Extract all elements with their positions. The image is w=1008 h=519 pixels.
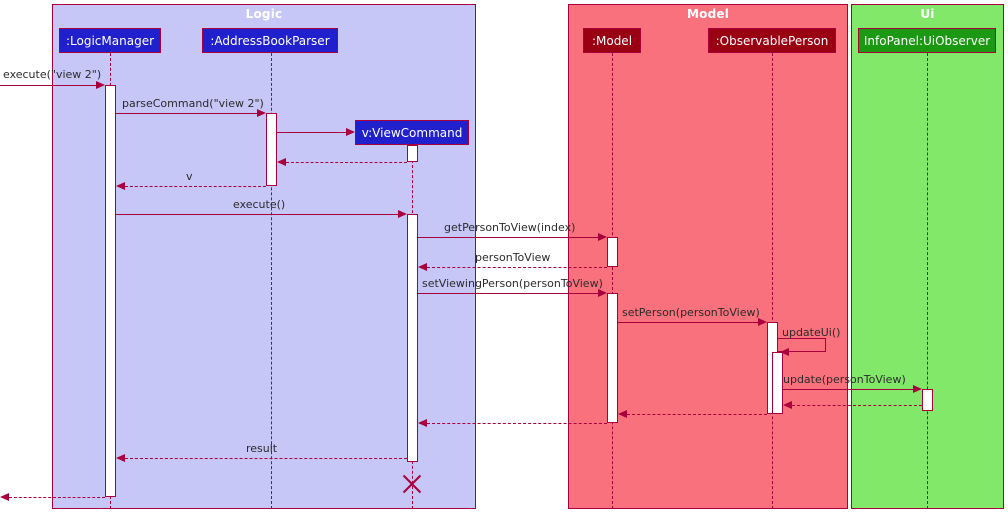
participant-model[interactable]: :Model xyxy=(583,28,641,53)
lifeline-model xyxy=(612,53,613,509)
participant-logicmanager-label: :LogicManager xyxy=(66,33,155,48)
message-selfloop-updateui xyxy=(778,338,826,352)
message-line-setperson xyxy=(618,322,758,323)
activation-infopanel-update xyxy=(922,389,933,411)
message-line-parsecommand xyxy=(116,113,257,114)
message-label-setviewingperson: setViewingPerson(personToView) xyxy=(422,277,603,290)
participant-logicmanager[interactable]: :LogicManager xyxy=(59,28,161,53)
participant-observableperson-label: :ObservablePerson xyxy=(715,33,829,48)
message-arrow-persontoview xyxy=(418,263,427,271)
message-arrow-create-viewcommand xyxy=(346,128,355,136)
group-ui-title: Ui xyxy=(920,7,935,21)
participant-viewcommand[interactable]: v:ViewCommand xyxy=(355,120,469,145)
participant-viewcommand-label: v:ViewCommand xyxy=(361,125,463,140)
activation-viewcommand-create xyxy=(407,145,418,162)
activation-observableperson-updateui xyxy=(772,352,783,414)
message-arrow-update xyxy=(913,385,922,393)
message-line-return-viewcommand xyxy=(286,162,407,163)
message-label-getpersontoview: getPersonToView(index) xyxy=(444,221,576,234)
message-line-update xyxy=(783,389,913,390)
message-label-update: update(personToView) xyxy=(783,373,906,386)
message-label-setperson: setPerson(personToView) xyxy=(622,306,760,319)
message-arrow-result xyxy=(116,454,125,462)
message-arrow-getpersontoview xyxy=(598,233,607,241)
participant-addressbookparser[interactable]: :AddressBookParser xyxy=(202,28,338,53)
message-arrow-execute xyxy=(398,210,407,218)
message-arrow-updateui xyxy=(780,348,789,356)
message-line-return-observableperson xyxy=(627,414,767,415)
message-arrow-return-v xyxy=(116,182,125,190)
message-arrow-return-viewcommand xyxy=(277,158,286,166)
message-arrow-setviewingperson xyxy=(598,289,607,297)
lifeline-infopanel xyxy=(927,53,928,509)
message-line-result xyxy=(125,458,407,459)
message-line-return-v xyxy=(125,186,266,187)
message-line-create-viewcommand xyxy=(277,132,346,133)
message-line-persontoview xyxy=(427,267,607,268)
message-line-return-logicmanager xyxy=(9,497,105,498)
message-label-execute-view2: execute("view 2") xyxy=(3,68,102,81)
activation-viewcommand-execute xyxy=(407,214,418,462)
participant-infopanel-label: InfoPanel:UiObserver xyxy=(863,33,991,48)
participant-infopanel[interactable]: InfoPanel:UiObserver xyxy=(858,28,996,53)
activation-logicmanager xyxy=(105,85,116,497)
message-arrow-setperson xyxy=(758,318,767,326)
participant-addressbookparser-label: :AddressBookParser xyxy=(210,33,330,48)
message-label-parsecommand: parseCommand("view 2") xyxy=(122,97,264,110)
message-label-result: result xyxy=(246,442,278,455)
message-arrow-execute-view2 xyxy=(96,81,105,89)
destroy-marker-viewcommand xyxy=(400,471,424,495)
message-line-return-model xyxy=(427,423,607,424)
message-arrow-return-observableperson xyxy=(618,410,627,418)
message-label-updateui: updateUi() xyxy=(782,326,841,339)
activation-addressbookparser xyxy=(266,113,277,186)
group-logic: Logic xyxy=(52,4,476,509)
message-arrow-return-logicmanager xyxy=(0,493,9,501)
group-logic-title: Logic xyxy=(245,7,283,21)
message-line-getpersontoview xyxy=(418,237,598,238)
message-line-execute-view2 xyxy=(0,85,96,86)
message-label-persontoview: personToView xyxy=(475,251,551,264)
activation-model-setviewing xyxy=(607,293,618,423)
message-line-return-infopanel xyxy=(792,405,922,406)
message-arrow-parsecommand xyxy=(257,109,266,117)
lifeline-observableperson xyxy=(772,53,773,509)
message-line-setviewingperson xyxy=(418,293,598,294)
message-line-execute xyxy=(116,214,398,215)
message-label-return-v: v xyxy=(186,170,193,183)
participant-observableperson[interactable]: :ObservablePerson xyxy=(708,28,836,53)
message-label-execute: execute() xyxy=(233,198,286,211)
message-arrow-return-model xyxy=(418,419,427,427)
participant-model-label: :Model xyxy=(591,33,633,48)
activation-model-get xyxy=(607,237,618,267)
group-model-title: Model xyxy=(686,7,730,21)
lifeline-addressbookparser xyxy=(271,53,272,509)
message-arrow-return-infopanel xyxy=(783,401,792,409)
